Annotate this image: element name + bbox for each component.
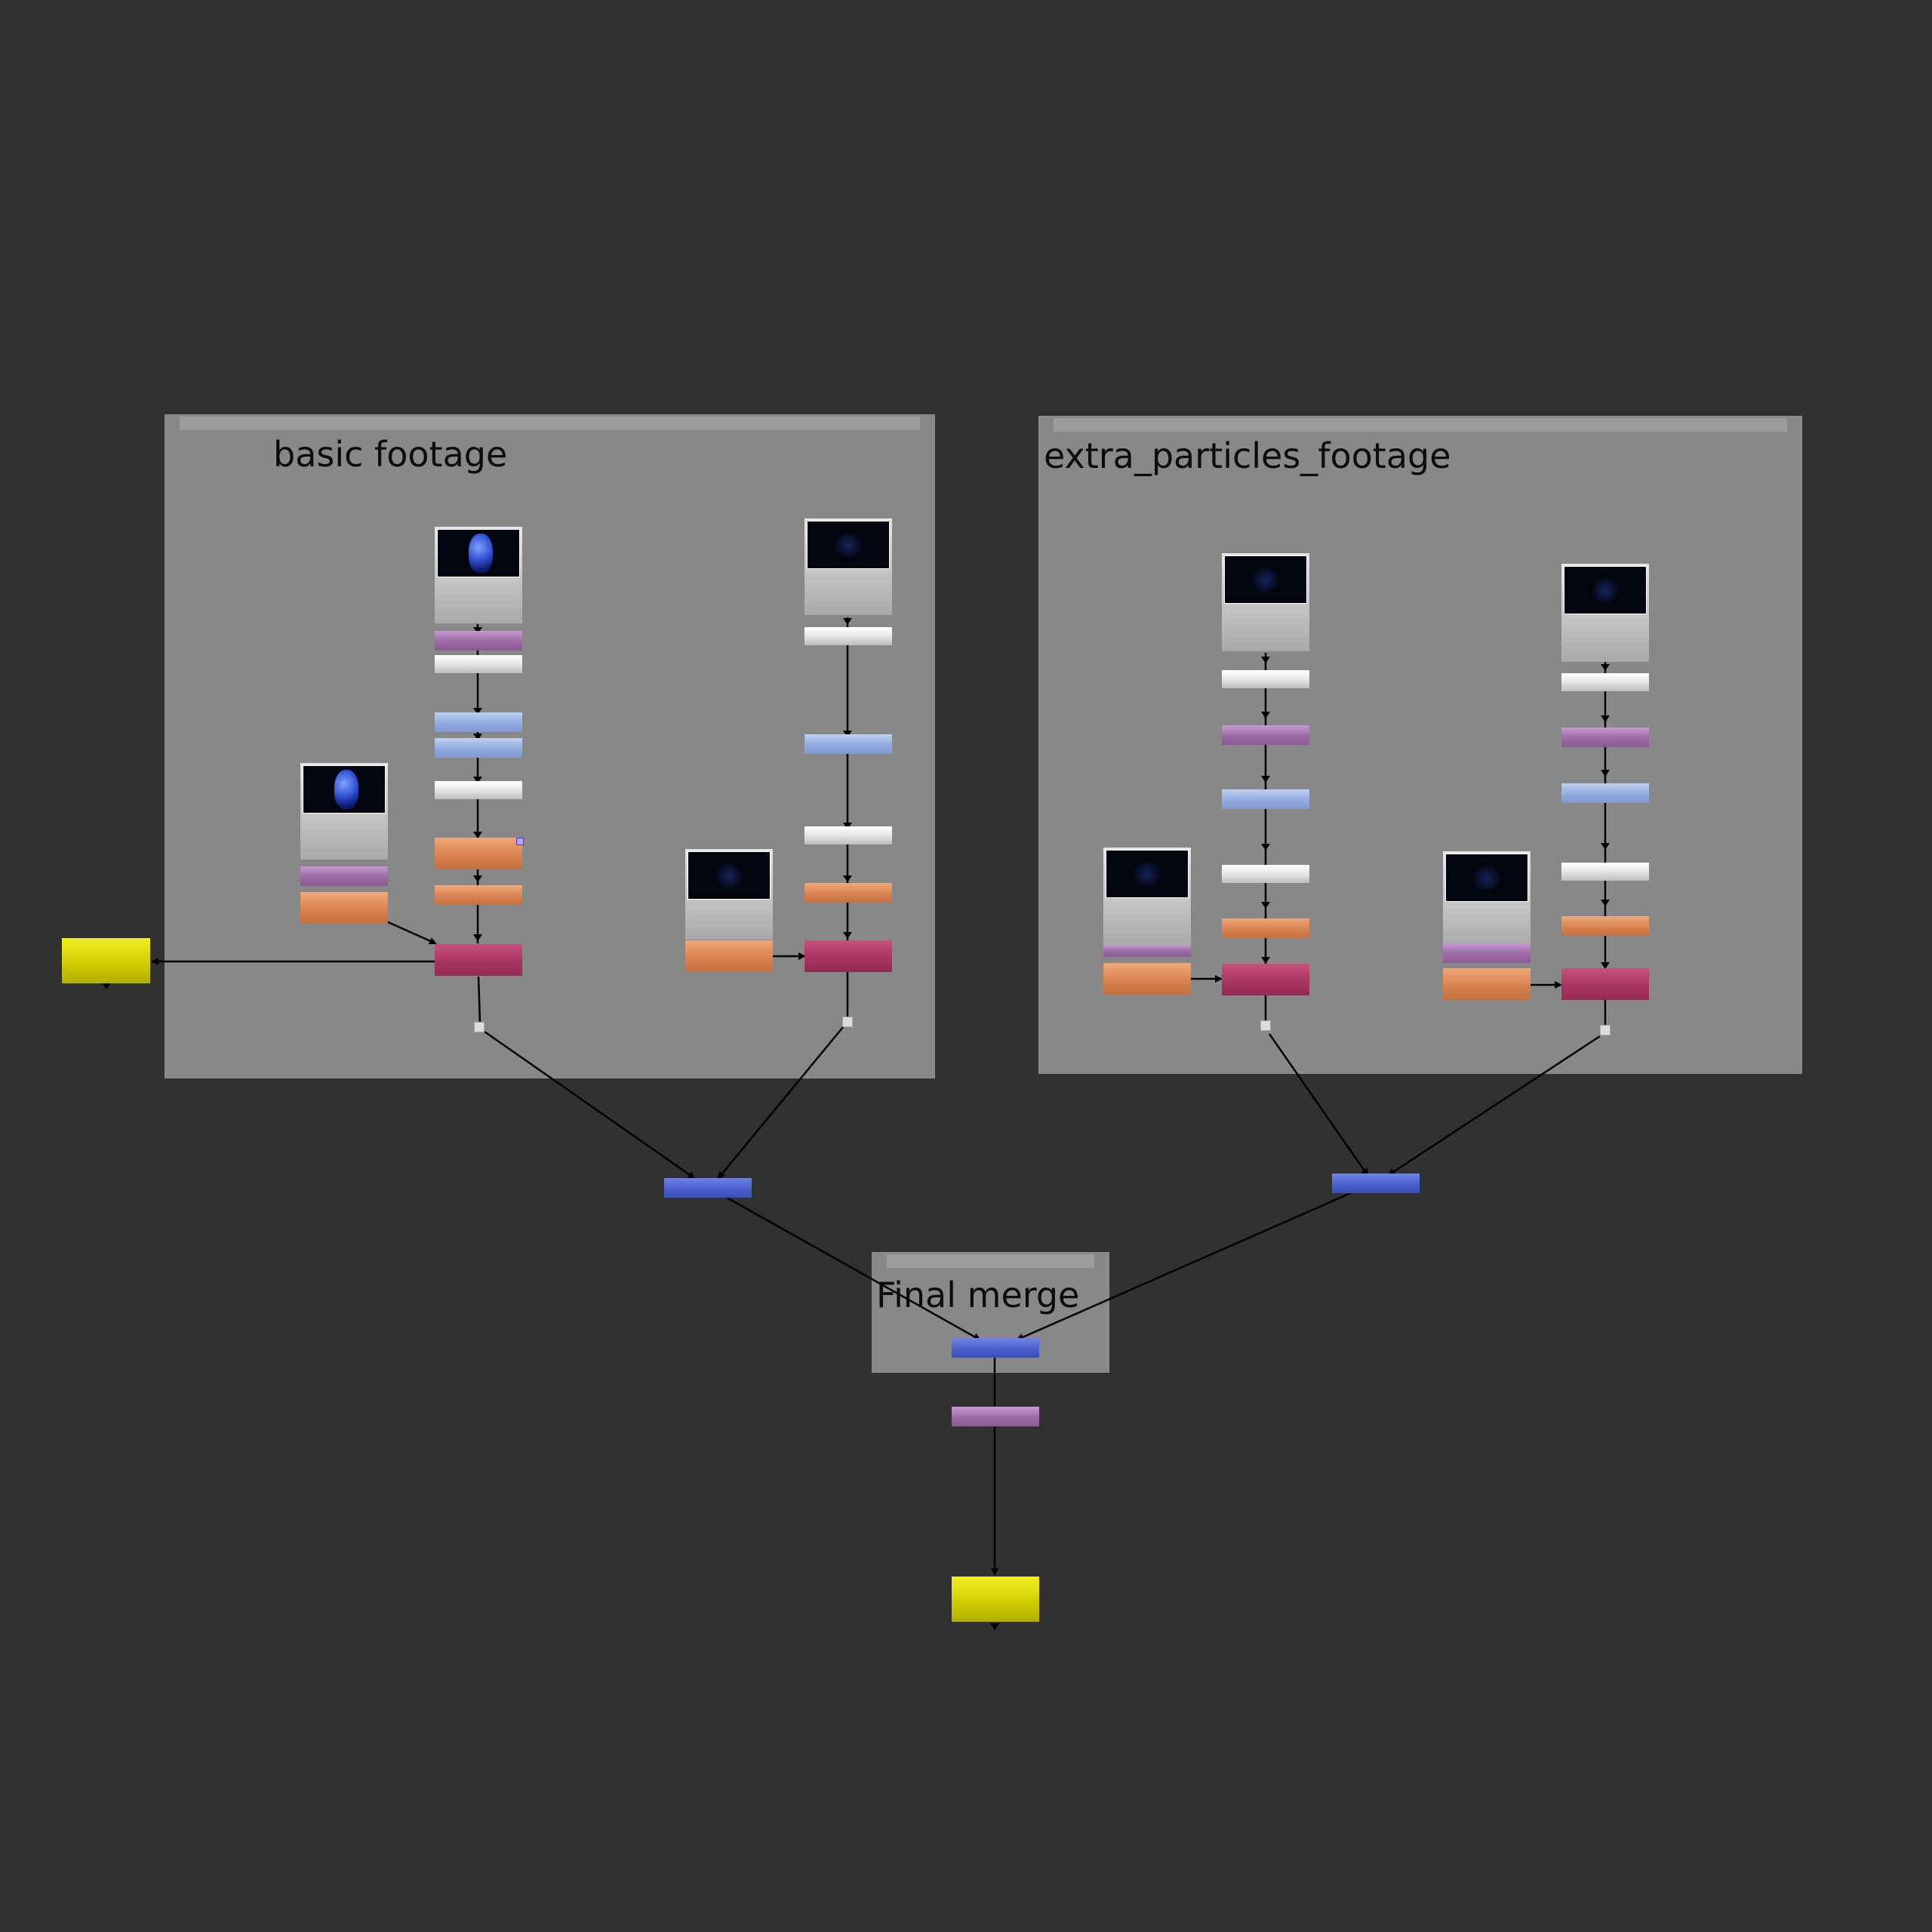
particles-thumbnail-icon: [1106, 850, 1189, 898]
particles-thumbnail-icon: [1224, 555, 1307, 604]
final-merge-node[interactable]: [952, 1338, 1039, 1358]
blend-merge-node[interactable]: [664, 1178, 752, 1198]
filter-node[interactable]: [1222, 918, 1309, 938]
merge-node[interactable]: [1561, 968, 1649, 1000]
grade-node[interactable]: [1443, 943, 1531, 963]
wire: [717, 1026, 844, 1180]
read-node-particles[interactable]: [1443, 851, 1531, 949]
read-node-particles[interactable]: [1561, 564, 1649, 662]
wire: [484, 1030, 696, 1180]
backdrop-title-bar[interactable]: [887, 1254, 1094, 1268]
grade-node[interactable]: [1103, 945, 1191, 957]
grade-node[interactable]: [952, 1407, 1039, 1426]
read-node-particles[interactable]: [685, 849, 773, 940]
grade-node[interactable]: [1222, 725, 1309, 745]
filter-node[interactable]: [804, 883, 892, 903]
wire: [722, 1194, 981, 1341]
mask-input-icon[interactable]: [516, 838, 524, 845]
transform-node[interactable]: [804, 627, 892, 645]
particles-thumbnail-icon: [688, 851, 771, 900]
backdrop-title-bar[interactable]: [1054, 418, 1787, 432]
read-node-face[interactable]: [300, 763, 388, 860]
grade-node[interactable]: [435, 631, 522, 651]
transform-node[interactable]: [435, 781, 522, 799]
face-thumbnail-icon: [303, 765, 386, 814]
grade-node[interactable]: [300, 866, 388, 886]
wire: [477, 976, 481, 1024]
dot-node[interactable]: [842, 1017, 853, 1027]
transform-node[interactable]: [1222, 865, 1309, 883]
backdrop-final-merge[interactable]: Final merge: [872, 1252, 1109, 1373]
dot-node[interactable]: [474, 1022, 485, 1032]
filter-node[interactable]: [1443, 968, 1531, 1000]
wire: [384, 919, 437, 945]
read-node-particles[interactable]: [1103, 848, 1191, 947]
filter-node[interactable]: [685, 940, 773, 972]
transform-node[interactable]: [1561, 673, 1649, 691]
particles-thumbnail-icon: [1564, 566, 1647, 614]
colorcorrect-node[interactable]: [804, 734, 892, 754]
transform-node[interactable]: [804, 826, 892, 844]
transform-node[interactable]: [1222, 670, 1309, 688]
read-node-particles[interactable]: [1222, 553, 1309, 651]
backdrop-label: extra_particles_footage: [1044, 435, 1451, 476]
face-thumbnail-icon: [437, 529, 520, 577]
backdrop-title-bar[interactable]: [180, 417, 920, 430]
backdrop-label: basic footage: [273, 434, 508, 475]
colorcorrect-node[interactable]: [435, 712, 522, 732]
merge-node[interactable]: [804, 940, 892, 972]
merge-node[interactable]: [435, 944, 522, 976]
viewer-output-node[interactable]: [952, 1577, 1039, 1622]
transform-node[interactable]: [1561, 863, 1649, 881]
dot-node[interactable]: [1600, 1025, 1611, 1035]
transform-node[interactable]: [435, 655, 522, 673]
filter-node[interactable]: [300, 892, 388, 924]
read-node-particles[interactable]: [804, 518, 892, 615]
dot-node[interactable]: [1260, 1020, 1271, 1031]
viewer-output-node[interactable]: [62, 938, 150, 983]
wire: [1387, 1035, 1601, 1177]
particles-thumbnail-icon: [807, 521, 890, 569]
filter-node[interactable]: [435, 885, 522, 905]
colorcorrect-node[interactable]: [1222, 789, 1309, 809]
merge-node[interactable]: [1222, 964, 1309, 995]
colorcorrect-node[interactable]: [1561, 783, 1649, 803]
wire: [1268, 1033, 1369, 1177]
grade-node[interactable]: [1561, 728, 1649, 747]
filter-node[interactable]: [1561, 916, 1649, 936]
particles-thumbnail-icon: [1445, 854, 1528, 902]
colorcorrect-node[interactable]: [435, 738, 522, 758]
wire: [1016, 1190, 1355, 1341]
read-node-face[interactable]: [435, 527, 522, 623]
filter-node[interactable]: [1103, 963, 1191, 995]
backdrop-label: Final merge: [876, 1275, 1080, 1315]
filter-node[interactable]: [435, 838, 524, 869]
blend-merge-node[interactable]: [1332, 1174, 1420, 1193]
